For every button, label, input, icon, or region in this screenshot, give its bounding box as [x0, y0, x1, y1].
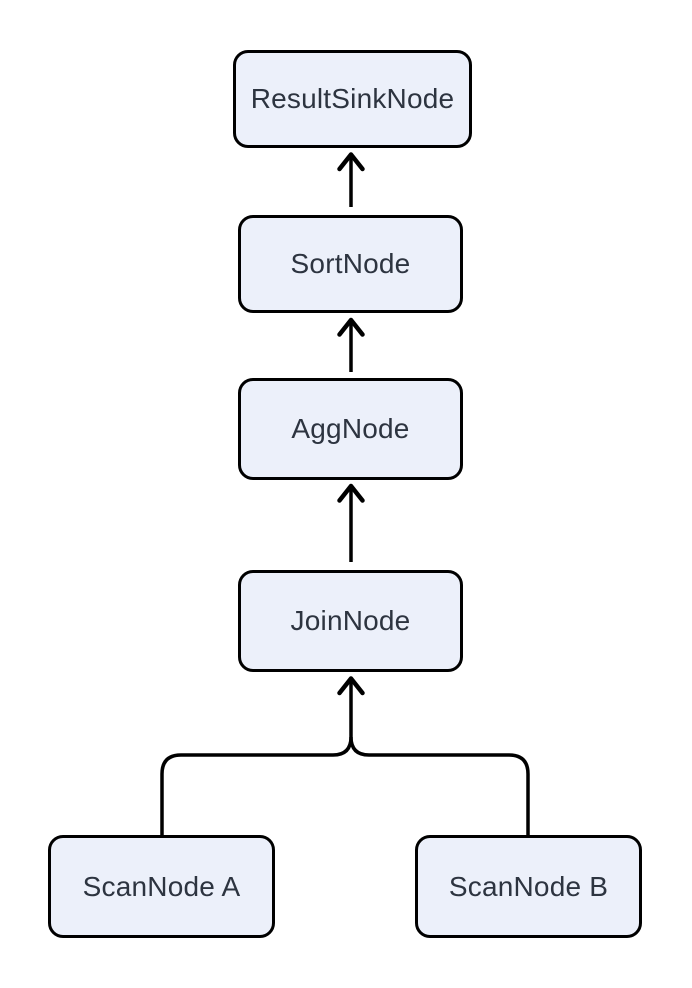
node-scannode-a-label: ScanNode A [82, 870, 241, 902]
node-aggnode: AggNode [238, 378, 463, 480]
edge-merge-to-joinnode-arrowhead [337, 676, 365, 696]
node-resultsinknode: ResultSinkNode [233, 50, 472, 148]
node-joinnode-label: JoinNode [290, 605, 411, 636]
edge-scannode-b-to-joinnode [349, 736, 530, 835]
edge-joinnode-to-aggnode-arrowhead [337, 483, 365, 503]
edge-scannode-a-to-joinnode [160, 736, 353, 835]
node-sortnode: SortNode [238, 215, 463, 313]
edge-sortnode-to-resultsinknode-arrowhead [337, 152, 365, 172]
node-aggnode-label: AggNode [291, 413, 410, 444]
node-scannode-a: ScanNode A [48, 835, 275, 938]
node-joinnode: JoinNode [238, 570, 463, 672]
node-scannode-b: ScanNode B [415, 835, 642, 938]
node-resultsinknode-label: ResultSinkNode [250, 83, 455, 114]
node-scannode-b-label: ScanNode B [448, 870, 609, 902]
node-sortnode-label: SortNode [290, 248, 411, 279]
edge-aggnode-to-sortnode-arrowhead [337, 317, 365, 337]
